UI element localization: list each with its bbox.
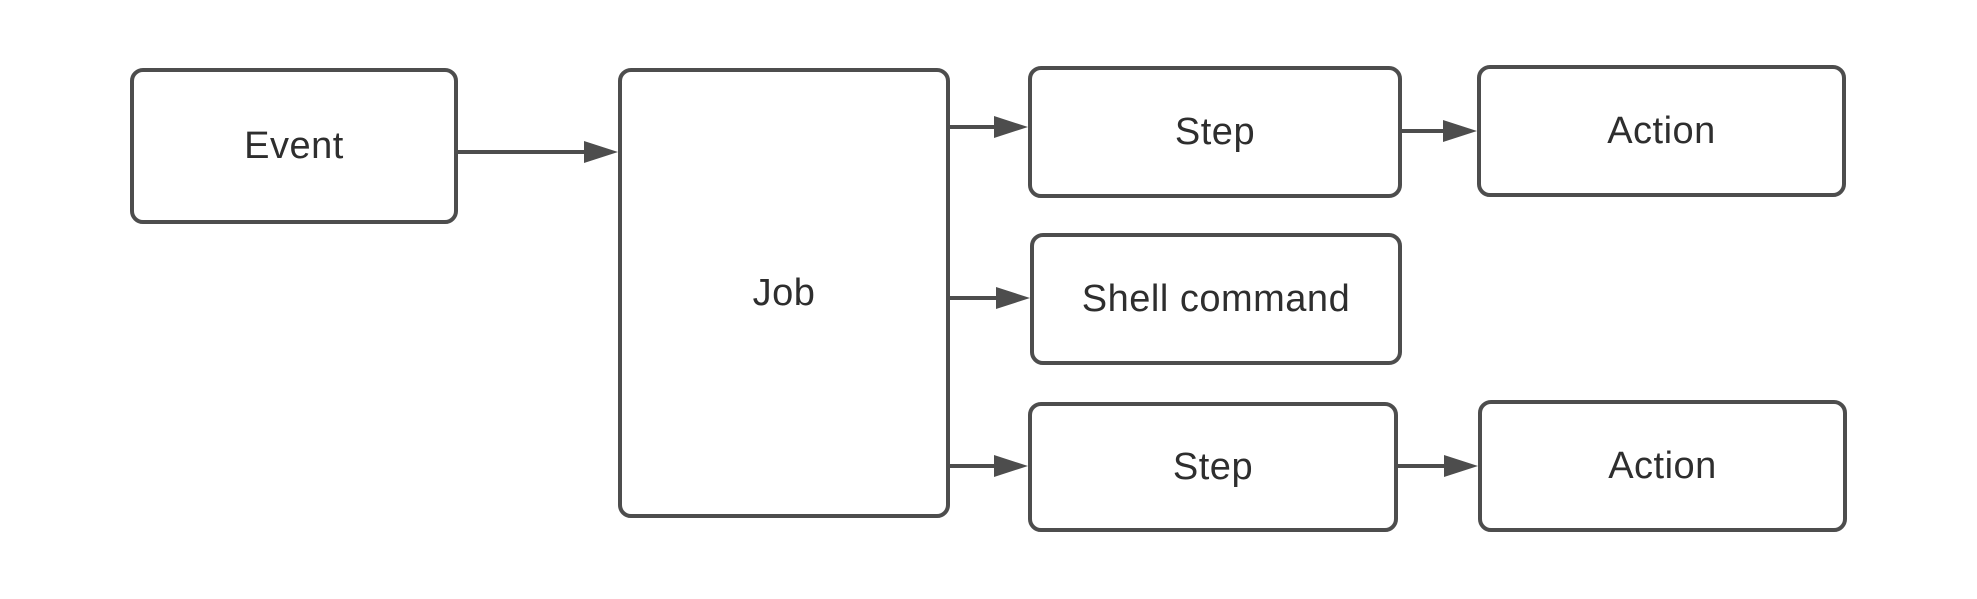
node-action-top: Action xyxy=(1477,65,1846,197)
node-action-top-label: Action xyxy=(1607,109,1716,152)
node-job-label: Job xyxy=(752,271,816,314)
node-event-label: Event xyxy=(244,124,344,167)
node-step-bottom: Step xyxy=(1028,402,1398,532)
arrow-step-top-to-action-top xyxy=(1402,120,1477,142)
arrow-event-to-job xyxy=(458,141,618,163)
node-shell-command: Shell command xyxy=(1030,233,1402,365)
arrow-job-to-step-bottom xyxy=(950,455,1028,477)
node-step-top-label: Step xyxy=(1174,110,1256,153)
node-step-top: Step xyxy=(1028,66,1402,198)
node-step-bottom-label: Step xyxy=(1172,445,1254,488)
node-action-bottom: Action xyxy=(1478,400,1847,532)
node-action-bottom-label: Action xyxy=(1608,444,1717,487)
node-job: Job xyxy=(618,68,950,518)
arrow-job-to-step-top xyxy=(950,116,1028,138)
arrow-step-bottom-to-action-bottom xyxy=(1398,455,1478,477)
node-shell-command-label: Shell command xyxy=(1081,277,1351,320)
node-event: Event xyxy=(130,68,458,224)
arrow-job-to-shell-command xyxy=(950,287,1030,309)
